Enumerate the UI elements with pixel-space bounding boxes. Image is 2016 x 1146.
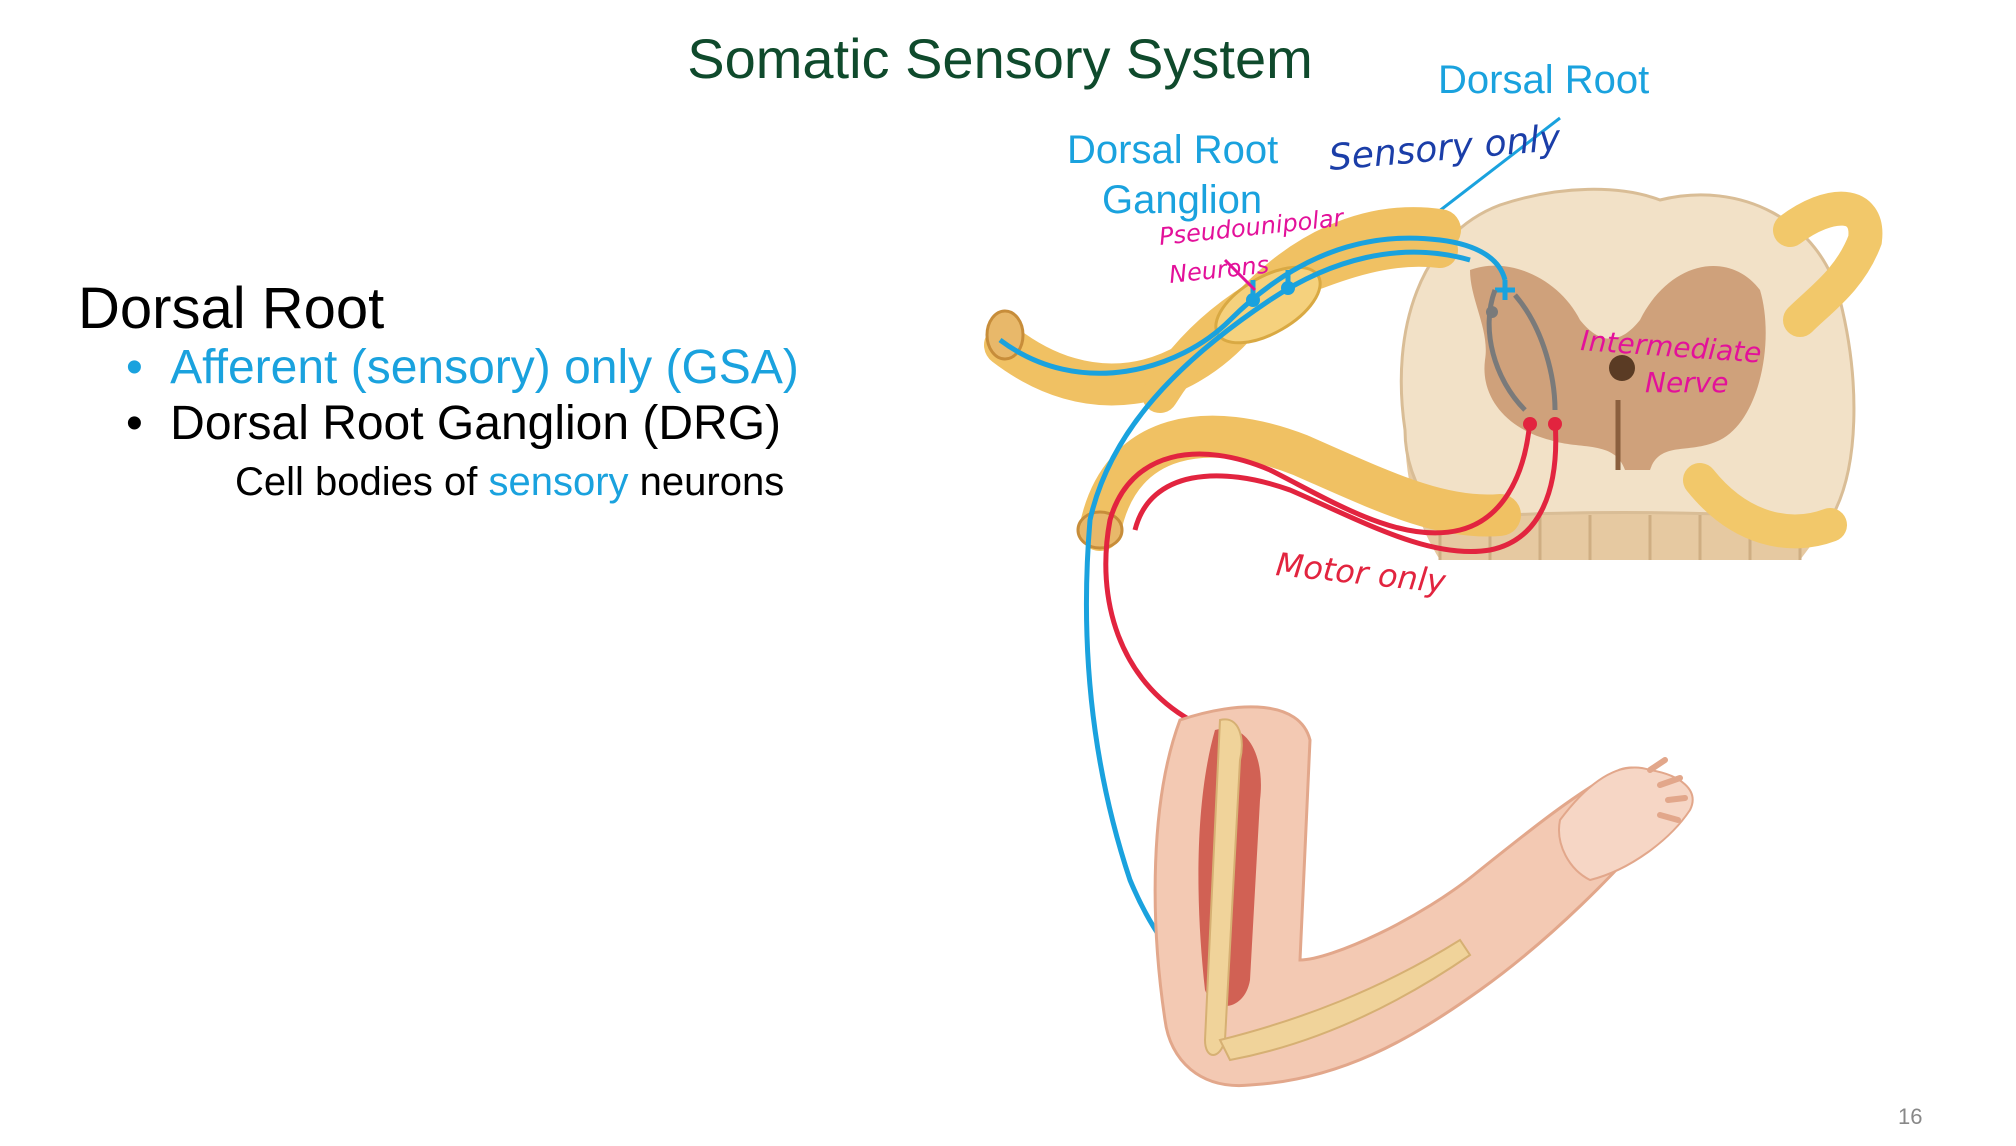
interneuron-cell-body (1486, 306, 1498, 318)
right-ventral-root (1683, 463, 1847, 549)
label-dorsal-root: Dorsal Root (1438, 58, 1650, 102)
cell-bodies-suffix: neurons (628, 460, 785, 504)
interneuron-2 (1513, 293, 1558, 411)
pseudounipolar-cell-body-1 (1246, 293, 1260, 307)
pseudounipolar-cell-body-2 (1281, 281, 1295, 295)
bullet-drg: • Dorsal Root Ganglion (DRG) (126, 396, 781, 451)
label-drg-line2: Ganglion (1102, 178, 1263, 222)
fingers (1647, 757, 1688, 823)
cell-bodies-text: Cell bodies of sensory neurons (235, 460, 784, 505)
right-dorsal-root (1773, 191, 1883, 337)
bullet-afferent: • Afferent (sensory) only (GSA) (126, 340, 799, 395)
arm-illustration (1153, 705, 1694, 1088)
motor-neuron-body-1 (1523, 417, 1537, 431)
page-number: 16 (1898, 1104, 1923, 1129)
motor-neuron-body-2 (1548, 417, 1562, 431)
motor-fiber-2 (1132, 419, 1559, 554)
cell-bodies-prefix: Cell bodies of (235, 460, 489, 504)
hand (1558, 766, 1694, 882)
sensory-fiber-dorsal (998, 235, 1508, 376)
cut-end-ventral (1076, 510, 1124, 550)
humerus-bone (1203, 718, 1243, 1056)
dorsal-root-heading: Dorsal Root (78, 276, 385, 341)
ventral-root-nerve (1079, 415, 1521, 551)
bullet-marker: • (126, 341, 143, 394)
annotation-intermediate-line2: Nerve (1645, 366, 1728, 399)
bullet-afferent-text: Afferent (sensory) only (GSA) (170, 341, 799, 394)
sensory-synapse (1495, 280, 1515, 300)
annotation-motor-only: Motor only (1274, 545, 1448, 601)
spinal-cord (1399, 187, 1856, 560)
slide-title: Somatic Sensory System (687, 27, 1313, 90)
forearm-bone (1218, 938, 1472, 1062)
bullet-marker: • (126, 397, 143, 450)
interneuron-1 (1486, 289, 1527, 412)
sensory-highlight: sensory (488, 460, 629, 504)
pseudo-pointer (1223, 258, 1257, 292)
bullet-drg-text: Dorsal Root Ganglion (DRG) (170, 397, 782, 450)
dorsal-root-pointer (1424, 116, 1561, 224)
label-drg-line1: Dorsal Root (1067, 128, 1279, 172)
central-canal (1609, 355, 1635, 381)
annotation-sensory-only: Sensory only (1327, 118, 1563, 179)
